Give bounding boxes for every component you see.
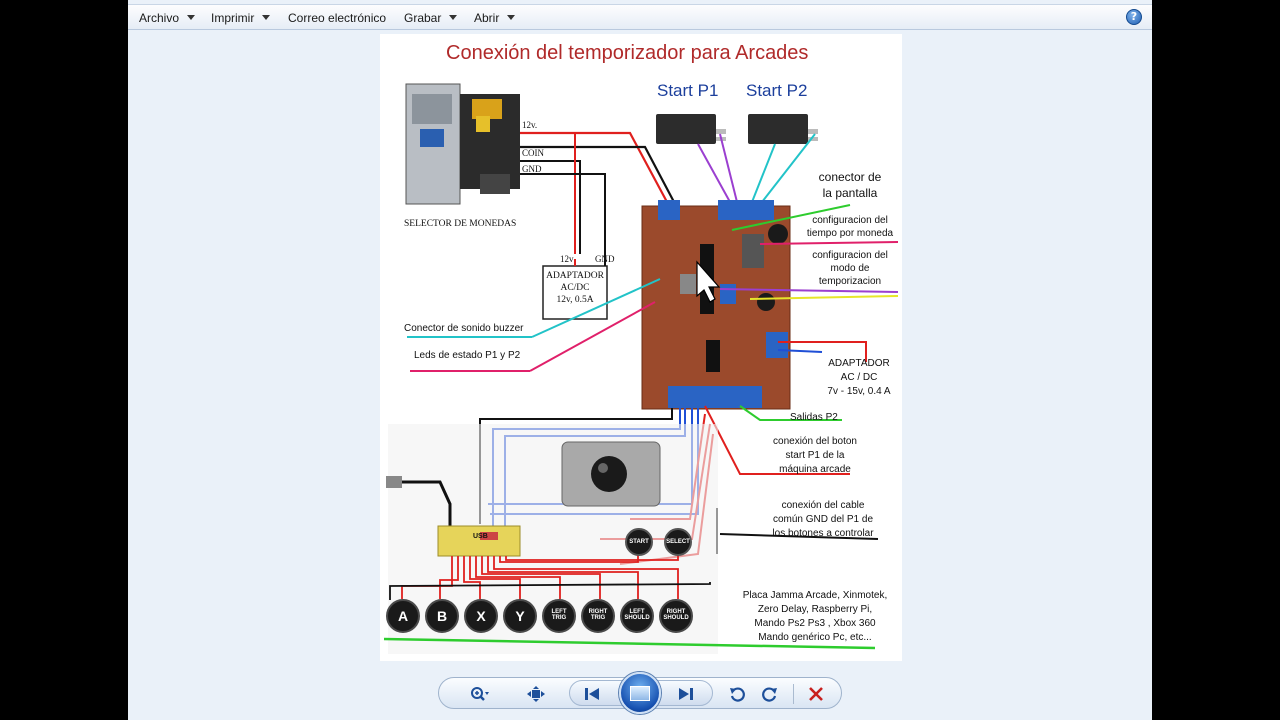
menu-imprimir-label: Imprimir: [211, 11, 255, 25]
arcade-button: B: [425, 599, 459, 633]
menu-bar: Archivo Imprimir Correo electrónico Grab…: [128, 4, 1152, 30]
chevron-down-icon: [507, 15, 516, 20]
screen-connector-line2: la pantalla: [822, 186, 878, 200]
adapter-line2: AC/DC: [560, 283, 590, 293]
gnd-line3: los botones a controlar: [772, 528, 874, 539]
arcade-button-bottom-label: SHOULD: [624, 615, 650, 622]
arcade-button-top-label: RIGHT: [588, 609, 608, 616]
start-btn-line2: start P1 de la: [785, 450, 845, 461]
start-btn-line1: conexión del boton: [773, 436, 857, 447]
jamma-line4: Mando genérico Pc, etc...: [758, 632, 872, 643]
chevron-down-icon: [449, 15, 458, 20]
select-arcade-label: SELECT: [666, 539, 690, 545]
menu-imprimir[interactable]: Imprimir: [205, 5, 276, 31]
help-icon[interactable]: ?: [1126, 9, 1142, 25]
slideshow-icon[interactable]: [619, 672, 661, 714]
arcade-button: Y: [503, 599, 537, 633]
start-arcade-button: START: [625, 528, 653, 556]
previous-icon[interactable]: [579, 681, 605, 707]
start-p1-label: Start P1: [657, 81, 719, 100]
arcade-button-top-label: Y: [515, 608, 525, 624]
arcade-button-top-label: B: [436, 608, 448, 624]
arcade-button-top-label: LEFT: [551, 609, 567, 616]
start-arcade-label: START: [629, 539, 649, 545]
config-time-line2: tiempo por moneda: [806, 228, 894, 239]
arcade-button-top-label: X: [476, 608, 486, 624]
viewer-toolbar: [438, 672, 842, 714]
switch-p2-graphic: [748, 114, 818, 144]
usb-label: USB: [473, 533, 488, 540]
arcade-button-top-label: A: [397, 608, 409, 624]
arcade-button-top-label: LEFT: [629, 609, 645, 616]
arcade-button: X: [464, 599, 498, 633]
coin-gnd-label: GND: [522, 164, 542, 174]
toolbar-separator: [793, 684, 794, 704]
chevron-down-icon: [262, 15, 271, 20]
arcade-button-top-label: RIGHT: [666, 609, 686, 616]
menu-grabar-label: Grabar: [404, 11, 442, 25]
adapter2-line3: 7v - 15v, 0.4 A: [827, 386, 891, 397]
next-icon[interactable]: [673, 681, 699, 707]
fit-to-window-icon[interactable]: [523, 681, 549, 707]
pcb-board-graphic: [641, 200, 791, 410]
menu-archivo-label: Archivo: [139, 11, 180, 25]
coin-selector-label: SELECTOR DE MONEDAS: [404, 219, 517, 229]
wiring-diagram-image: Conexión del temporizador para Arcades S…: [380, 34, 902, 661]
menu-archivo[interactable]: Archivo: [133, 5, 201, 31]
adapter-line3: 12v, 0.5A: [556, 295, 594, 305]
adapter2-line2: AC / DC: [840, 372, 878, 383]
switch-p1-graphic: [656, 114, 726, 144]
adapter-gnd-label: GND: [595, 254, 615, 264]
adapter2-line1: ADAPTADOR: [828, 358, 890, 369]
jamma-line1: Placa Jamma Arcade, Xinmotek,: [742, 590, 888, 601]
coin-12v-label: 12v.: [522, 120, 538, 130]
coin-coin-label: COIN: [522, 148, 544, 158]
diagram-title: Conexión del temporizador para Arcades: [446, 42, 809, 64]
arcade-button-bottom-label: TRIG: [590, 615, 606, 622]
toolbar-area: [128, 661, 1152, 720]
coin-selector-graphic: [405, 83, 520, 205]
menu-grabar[interactable]: Grabar: [398, 5, 463, 31]
adapter-line1: ADAPTADOR: [546, 271, 604, 281]
menu-abrir-label: Abrir: [474, 11, 500, 25]
salidas-p2-label: Salidas P2: [790, 412, 838, 423]
adapter-12v-label: 12v: [560, 254, 574, 264]
start-btn-line3: máquina arcade: [779, 464, 851, 475]
config-mode-line2: modo de: [830, 263, 870, 274]
jamma-line2: Zero Delay, Raspberry Pi,: [757, 604, 873, 615]
arcade-button-bottom-label: SHOULD: [663, 615, 689, 622]
config-mode-line1: configuracion del: [812, 250, 888, 261]
menu-abrir[interactable]: Abrir: [468, 5, 521, 31]
photo-viewer-window: Archivo Imprimir Correo electrónico Grab…: [128, 0, 1152, 720]
menu-correo[interactable]: Correo electrónico: [282, 5, 392, 31]
menu-correo-label: Correo electrónico: [288, 11, 387, 25]
diagram-graphics: [383, 83, 899, 654]
rotate-clockwise-icon[interactable]: [757, 681, 783, 707]
screen-connector-line1: conector de: [818, 170, 882, 184]
delete-icon[interactable]: [803, 681, 829, 707]
jamma-line3: Mando Ps2 Ps3 , Xbox 360: [754, 618, 876, 629]
config-time-line1: configuracion del: [812, 215, 888, 226]
start-p2-label: Start P2: [746, 81, 808, 100]
image-viewer-area: Conexión del temporizador para Arcades S…: [128, 31, 1152, 661]
gnd-line2: común GND del P1 de: [772, 514, 874, 525]
arcade-button-bottom-label: TRIG: [551, 615, 567, 622]
arcade-button: A: [386, 599, 420, 633]
config-mode-line3: temporizacion: [818, 276, 882, 287]
gnd-line1: conexión del cable: [781, 500, 865, 511]
leds-label: Leds de estado P1 y P2: [414, 350, 521, 361]
slideshow-screen: [630, 685, 650, 701]
zoom-icon[interactable]: [467, 681, 493, 707]
select-arcade-button: SELECT: [664, 528, 692, 556]
rotate-counterclockwise-icon[interactable]: [724, 681, 750, 707]
chevron-down-icon: [187, 15, 196, 20]
buzzer-label: Conector de sonido buzzer: [404, 323, 524, 334]
